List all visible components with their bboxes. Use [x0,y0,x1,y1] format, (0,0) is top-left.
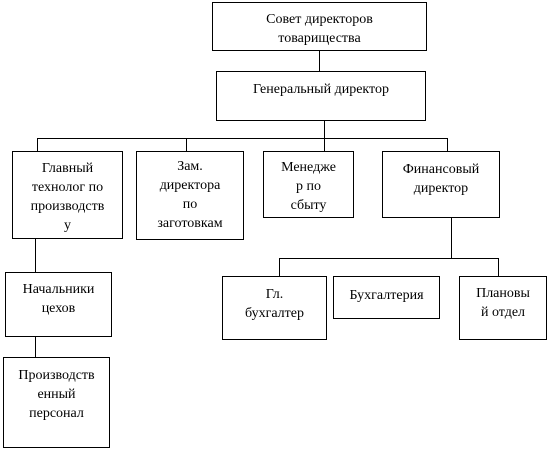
node-chief-accountant: Гл. бухгалтер [222,276,327,340]
node-label: Совет директоров товарищества [266,12,373,46]
node-label: Главный технолог по производств у [30,161,105,233]
node-sales-manager: Менедже р по сбыту [263,151,354,218]
node-general-director: Генеральный директор [216,71,426,121]
node-label: Бухгалтерия [349,288,424,303]
node-label: Плановы й отдел [476,286,530,320]
node-financial-director: Финансовый директор [382,151,500,218]
node-label: Финансовый директор [402,162,480,196]
node-label: Производств енный персонал [18,368,95,421]
node-planning-department: Плановы й отдел [459,276,547,340]
node-accounting: Бухгалтерия [333,276,440,319]
node-board-of-directors: Совет директоров товарищества [212,2,427,51]
node-label: Зам. директора по заготовкам [157,159,223,231]
node-production-staff: Производств енный персонал [3,357,110,448]
node-label: Гл. бухгалтер [245,287,304,321]
node-shop-managers: Начальники цехов [5,272,112,337]
node-label: Генеральный директор [253,82,389,97]
node-deputy-director-procurement: Зам. директора по заготовкам [136,151,244,240]
node-label: Менедже р по сбыту [281,160,336,213]
node-chief-technologist: Главный технолог по производств у [12,151,123,239]
node-label: Начальники цехов [22,282,95,316]
